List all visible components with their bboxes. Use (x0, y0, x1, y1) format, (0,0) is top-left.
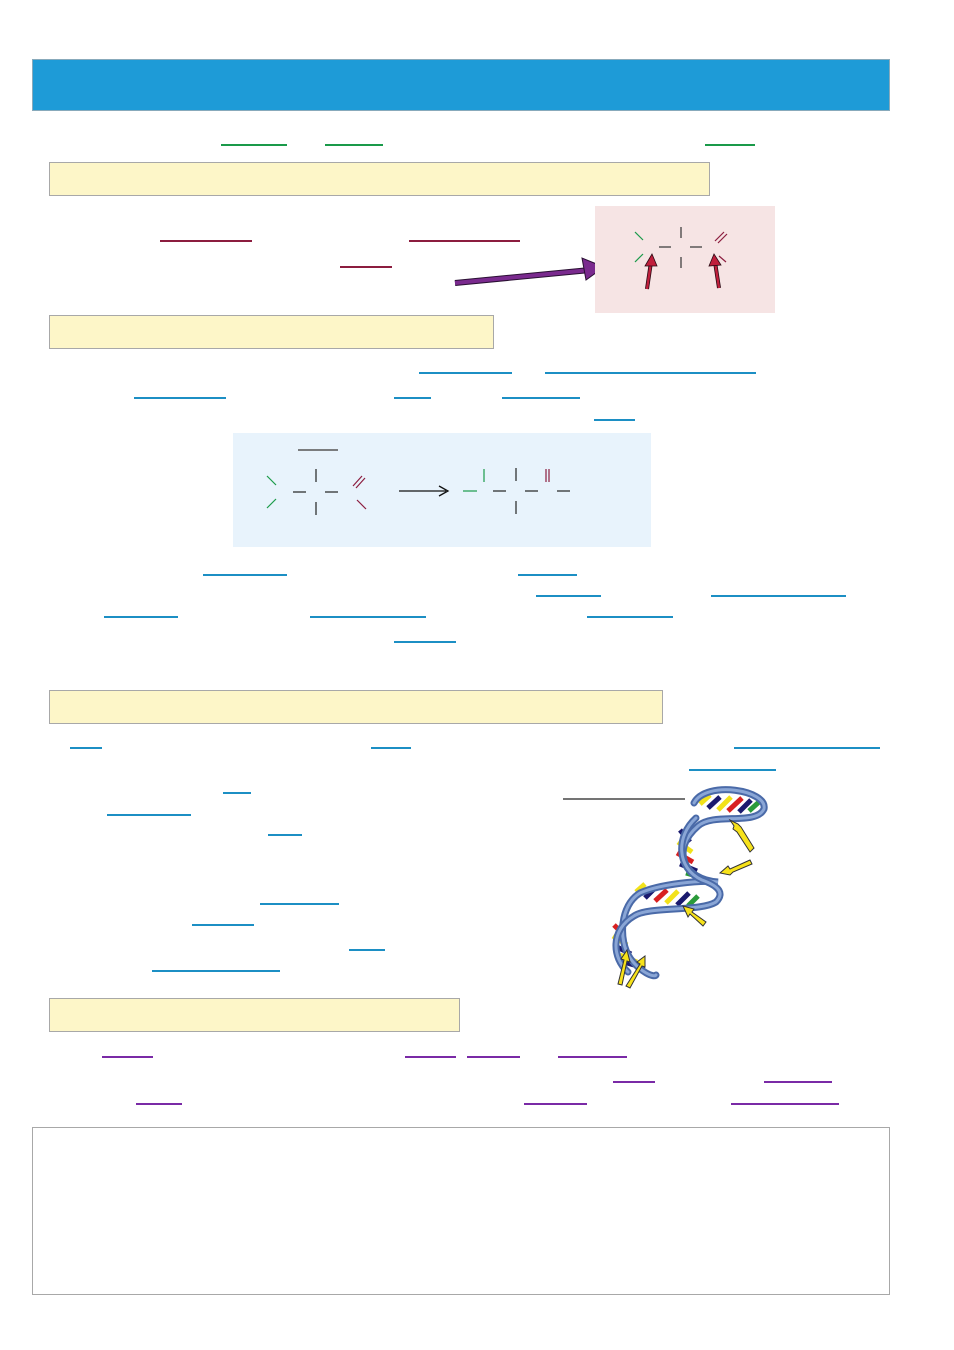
blank-line[interactable] (545, 372, 756, 374)
blank-line[interactable] (371, 747, 411, 749)
title-banner (32, 59, 890, 111)
blank-line[interactable] (203, 574, 287, 576)
blank-line[interactable] (594, 419, 635, 421)
blank-line[interactable] (325, 144, 383, 146)
blank-line[interactable] (558, 1056, 627, 1058)
blank-line[interactable] (419, 372, 512, 374)
blank-line[interactable] (136, 1103, 182, 1105)
blank-line[interactable] (160, 240, 252, 242)
blank-line[interactable] (107, 814, 191, 816)
blank-line[interactable] (405, 1056, 456, 1058)
molecule-figure (595, 206, 775, 313)
blank-line[interactable] (70, 747, 102, 749)
blank-line[interactable] (502, 397, 580, 399)
section-heading-3 (49, 690, 663, 724)
blank-line[interactable] (764, 1081, 832, 1083)
reaction-figure (233, 433, 651, 547)
blank-line[interactable] (394, 397, 431, 399)
blank-line[interactable] (221, 144, 287, 146)
blank-line[interactable] (349, 949, 385, 951)
blank-line[interactable] (340, 266, 392, 268)
blank-line[interactable] (102, 1056, 153, 1058)
notes-box[interactable] (32, 1127, 890, 1295)
blank-line[interactable] (223, 792, 251, 794)
blank-line[interactable] (524, 1103, 587, 1105)
blank-line[interactable] (152, 970, 280, 972)
section-heading-2 (49, 315, 494, 349)
blank-line[interactable] (587, 616, 673, 618)
blank-line[interactable] (134, 397, 226, 399)
blank-line[interactable] (394, 641, 456, 643)
blank-line[interactable] (104, 616, 178, 618)
blank-line[interactable] (731, 1103, 839, 1105)
section-heading-1 (49, 162, 710, 196)
blank-line[interactable] (518, 574, 577, 576)
blank-line[interactable] (260, 903, 339, 905)
blank-line[interactable] (268, 834, 302, 836)
blank-line[interactable] (689, 769, 776, 771)
blank-line[interactable] (734, 747, 880, 749)
blank-line[interactable] (467, 1056, 520, 1058)
blank-line[interactable] (613, 1081, 655, 1083)
blank-line[interactable] (409, 240, 520, 242)
section-heading-4 (49, 998, 460, 1032)
blank-line[interactable] (536, 595, 601, 597)
blank-line[interactable] (192, 924, 254, 926)
blank-line[interactable] (310, 616, 426, 618)
blank-line[interactable] (705, 144, 755, 146)
blank-line[interactable] (711, 595, 846, 597)
